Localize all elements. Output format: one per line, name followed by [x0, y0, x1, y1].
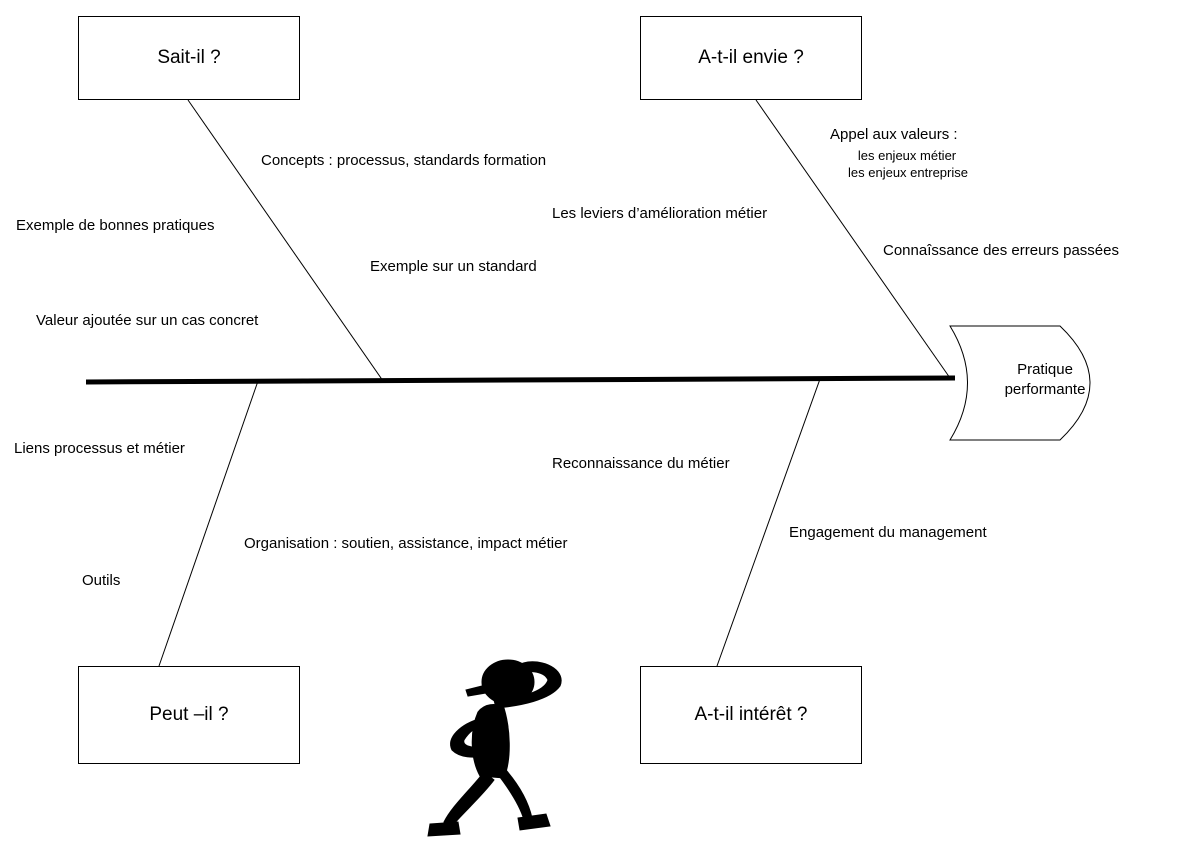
label-leviers: Les leviers d’amélioration métier	[552, 205, 768, 222]
label-organisation: Organisation : soutien, assistance, impa…	[244, 535, 568, 552]
label-enjeux-metier: les enjeux métier	[857, 148, 957, 163]
spine-line	[85, 375, 956, 385]
label-reconnaissance: Reconnaissance du métier	[552, 455, 730, 472]
fish-head-shape	[949, 325, 1091, 441]
label-liens-processus: Liens processus et métier	[14, 440, 185, 457]
box-peut-il: Peut –il ?	[78, 666, 300, 764]
label-enjeux-entreprise: les enjeux entreprise	[848, 165, 968, 180]
head-line-1: Pratique	[1017, 361, 1073, 378]
head-line-2: performante	[1004, 381, 1086, 398]
box-sait-il: Sait-il ?	[78, 16, 300, 100]
box-a-t-il-envie-label: A-t-il envie ?	[698, 47, 804, 68]
bone-bottom-right	[716, 378, 821, 667]
label-exemple-standard: Exemple sur un standard	[370, 258, 537, 275]
label-valeur-ajoutee: Valeur ajoutée sur un cas concret	[36, 312, 259, 329]
label-concepts: Concepts : processus, standards formatio…	[261, 152, 547, 169]
thinking-person-icon	[427, 659, 562, 837]
bone-top-left	[187, 99, 384, 382]
box-a-t-il-interet: A-t-il intérêt ?	[640, 666, 862, 764]
bone-bottom-left	[158, 380, 259, 667]
label-appel-valeurs: Appel aux valeurs :	[830, 126, 958, 143]
box-peut-il-label: Peut –il ?	[149, 704, 229, 725]
bone-top-right	[755, 99, 951, 379]
box-a-t-il-interet-label: A-t-il intérêt ?	[694, 704, 808, 725]
fish-head-text: Pratique performante	[990, 360, 1100, 400]
label-connaissance-erreurs: Connaîssance des erreurs passées	[883, 242, 1119, 259]
label-outils: Outils	[82, 572, 121, 589]
label-exemple-bonnes-pratiques: Exemple de bonnes pratiques	[16, 217, 215, 234]
box-a-t-il-envie: A-t-il envie ?	[640, 16, 862, 100]
box-sait-il-label: Sait-il ?	[157, 47, 221, 68]
label-engagement: Engagement du management	[789, 524, 987, 541]
